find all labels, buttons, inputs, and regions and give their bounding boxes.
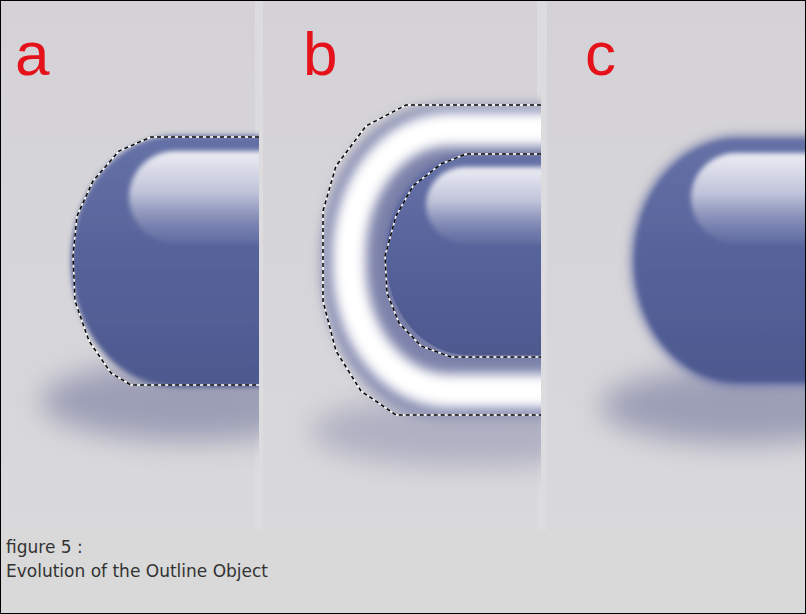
panel-letter: a	[15, 23, 49, 85]
panel-letter: b	[303, 23, 337, 85]
figure-caption: Evolution of the Outline Object	[6, 561, 268, 581]
panel-letter: c	[585, 23, 616, 85]
figure-number: figure 5 :	[6, 537, 83, 557]
outline-illustration	[1, 1, 805, 531]
